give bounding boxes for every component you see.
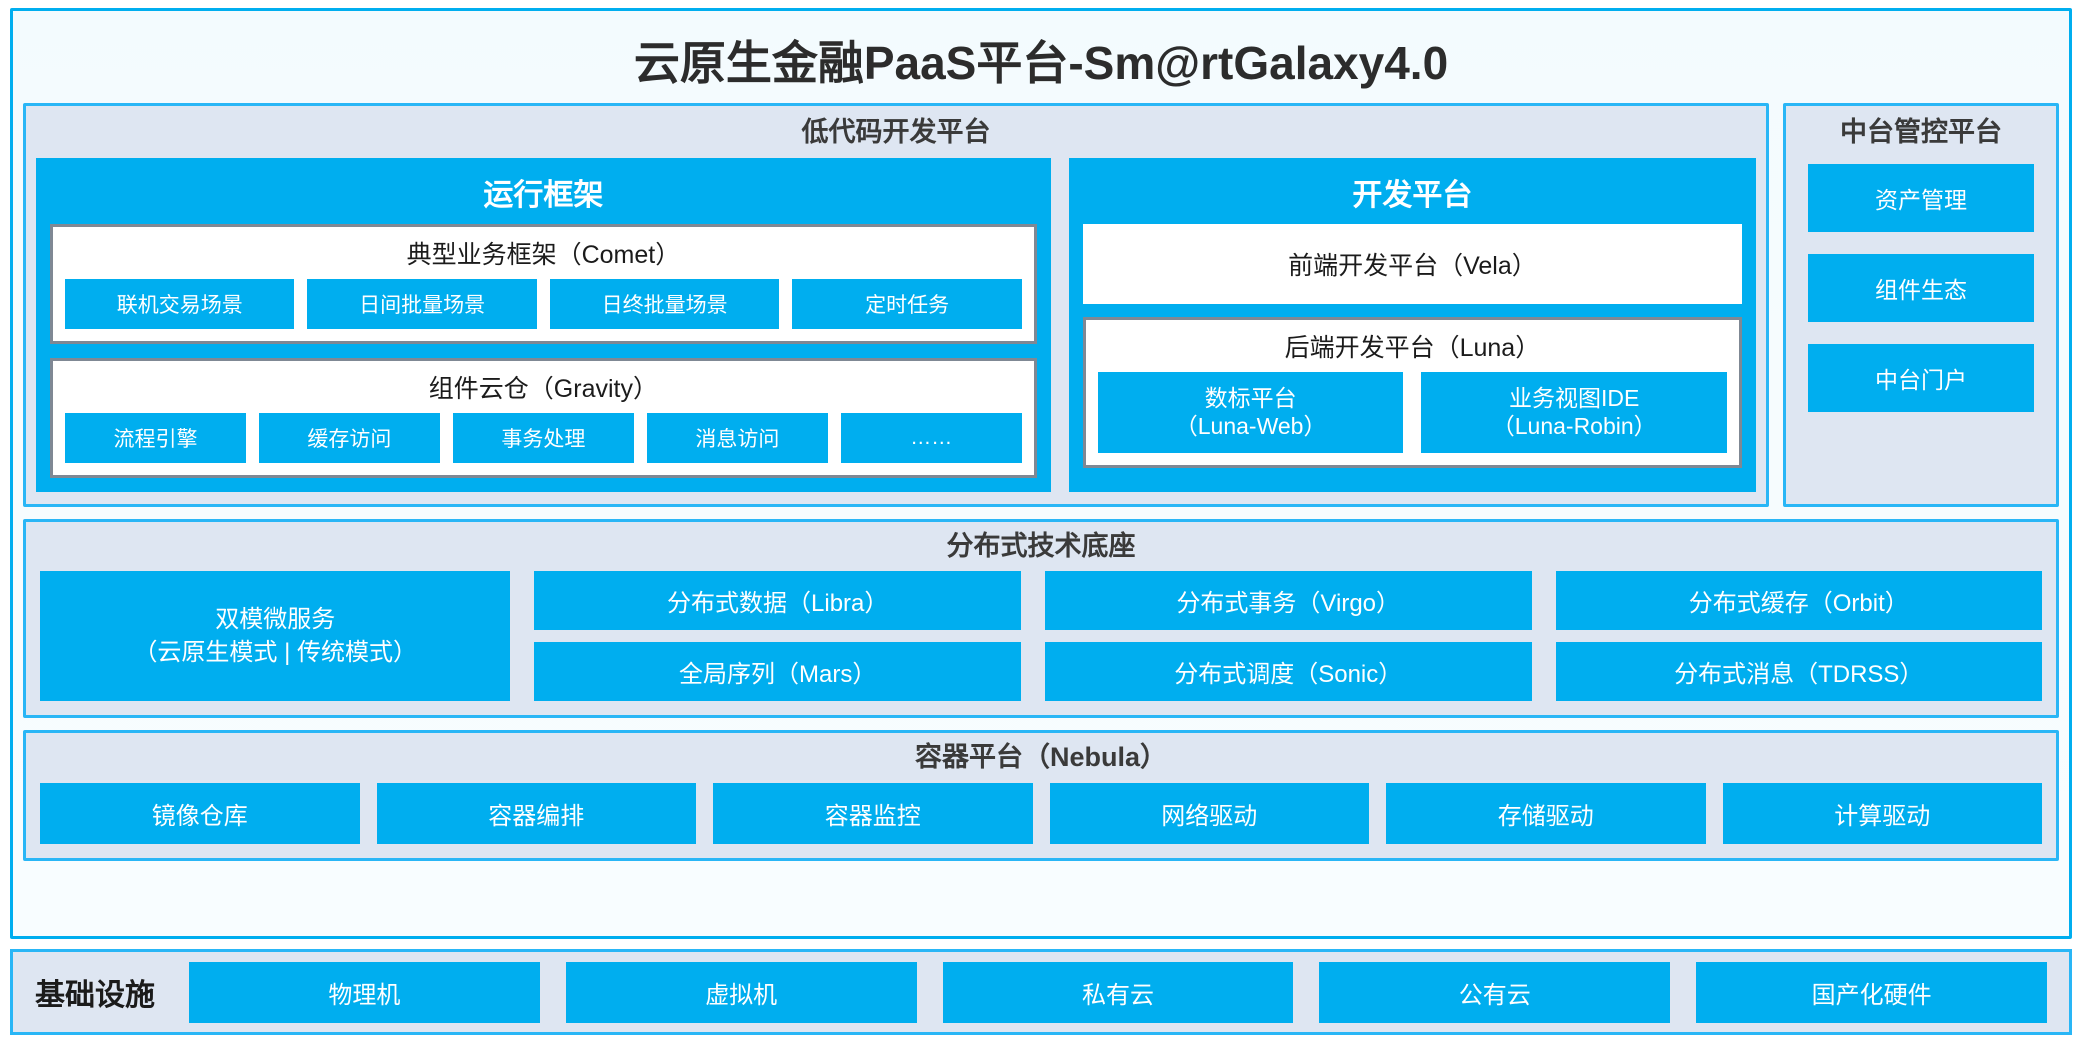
comet-chip-row: 联机交易场景 日间批量场景 日终批量场景 定时任务 [65,278,1022,329]
tech-base-column-1: 分布式事务（Virgo） 分布式调度（Sonic） [1044,571,1532,702]
infrastructure-item-4[interactable]: 国产化硬件 [1696,961,2047,1023]
mid-platform-title: 中台管控平台 [1840,117,2002,147]
page-title-text: 云原生金融PaaS平台-Sm@rtGalaxy4.0 [633,37,1449,89]
mid-platform-item-1[interactable]: 组件生态 [1808,253,2034,322]
dual-mode-line1: 双模微服务 [215,605,336,633]
tech-base-panel: 分布式技术底座 双模微服务 （云原生模式 | 传统模式） 分布式数据（Libra… [23,518,2059,719]
tech-base-body: 双模微服务 （云原生模式 | 传统模式） 分布式数据（Libra） 全局序列（M… [40,571,2043,702]
platform-card: 云原生金融PaaS平台-Sm@rtGalaxy4.0 低代码开发平台 运行框架 … [10,8,2072,939]
tech-item-2-1[interactable]: 分布式消息（TDRSS） [1555,642,2043,702]
mid-platform-item-0[interactable]: 资产管理 [1808,163,2034,232]
luna-item-1[interactable]: 业务视图IDE （Luna-Robin） [1421,371,1728,454]
comet-item-3[interactable]: 定时任务 [792,278,1022,329]
infrastructure-label: 基础设施 [35,979,155,1012]
tech-item-1-0[interactable]: 分布式事务（Virgo） [1044,571,1532,631]
gravity-chip-row: 流程引擎 缓存访问 事务处理 消息访问 …… [65,412,1022,463]
page-title: 云原生金融PaaS平台-Sm@rtGalaxy4.0 [23,17,2059,103]
dual-mode-line2: （云原生模式 | 传统模式） [133,639,418,667]
luna-group: 后端开发平台（Luna） 数标平台 （Luna-Web） 业务视图IDE （Lu… [1082,316,1742,469]
tech-base-title: 分布式技术底座 [946,530,1136,561]
comet-item-0[interactable]: 联机交易场景 [65,278,295,329]
mid-platform-item-2[interactable]: 中台门户 [1808,343,2034,412]
vela-box[interactable]: 前端开发平台（Vela） [1082,223,1742,304]
comet-title: 典型业务框架（Comet） [406,240,681,269]
tech-item-0-1[interactable]: 全局序列（Mars） [534,642,1021,702]
gravity-item-1[interactable]: 缓存访问 [258,412,440,463]
comet-group: 典型业务框架（Comet） 联机交易场景 日间批量场景 日终批量场景 定时任务 [50,223,1037,344]
luna-item-0-line2: （Luna-Web） [1174,413,1327,440]
luna-title: 后端开发平台（Luna） [1284,333,1541,362]
infrastructure-item-2[interactable]: 私有云 [942,961,1294,1023]
container-platform-panel: 容器平台（Nebula） 镜像仓库 容器编排 容器监控 网络驱动 存储驱动 计算… [23,730,2059,862]
luna-item-1-line1: 业务视图IDE [1509,384,1640,411]
container-platform-row: 镜像仓库 容器编排 容器监控 网络驱动 存储驱动 计算驱动 [40,783,2042,845]
luna-item-0[interactable]: 数标平台 （Luna-Web） [1097,371,1404,454]
infrastructure-item-0[interactable]: 物理机 [189,961,540,1023]
low-code-platform-panel: 低代码开发平台 运行框架 典型业务框架（Comet） 联机交易场景 日间批量场景… [23,103,1769,507]
comet-item-2[interactable]: 日终批量场景 [549,278,780,329]
gravity-group: 组件云仓（Gravity） 流程引擎 缓存访问 事务处理 消息访问 …… [50,357,1037,478]
gravity-item-0[interactable]: 流程引擎 [65,412,246,463]
luna-item-1-line2: （Luna-Robin） [1491,413,1657,440]
tech-base-column-0: 分布式数据（Libra） 全局序列（Mars） [534,571,1021,702]
container-item-0[interactable]: 镜像仓库 [40,783,360,845]
infrastructure-bar: 基础设施 物理机 虚拟机 私有云 公有云 国产化硬件 [10,949,2072,1035]
tech-base-dual-mode-microservice[interactable]: 双模微服务 （云原生模式 | 传统模式） [40,571,511,702]
container-platform-title: 容器平台（Nebula） [914,742,1168,773]
container-item-1[interactable]: 容器编排 [376,783,696,845]
container-item-5[interactable]: 计算驱动 [1722,783,2042,845]
infrastructure-items: 物理机 虚拟机 私有云 公有云 国产化硬件 [189,961,2047,1023]
infrastructure-item-3[interactable]: 公有云 [1319,961,1671,1023]
gravity-item-4[interactable]: …… [840,412,1022,463]
mid-platform-items: 资产管理 组件生态 中台门户 [1808,163,2034,486]
low-code-platform-title: 低代码开发平台 [801,117,991,147]
container-item-2[interactable]: 容器监控 [713,783,1033,845]
tech-base-column-2: 分布式缓存（Orbit） 分布式消息（TDRSS） [1555,571,2043,702]
mid-platform-panel: 中台管控平台 资产管理 组件生态 中台门户 [1783,103,2059,507]
tech-item-1-1[interactable]: 分布式调度（Sonic） [1044,642,1532,702]
tech-item-0-0[interactable]: 分布式数据（Libra） [534,571,1021,631]
dev-platform-panel: 开发平台 前端开发平台（Vela） 后端开发平台（Luna） 数标平台 （Lun… [1068,157,1756,492]
comet-item-1[interactable]: 日间批量场景 [307,278,537,329]
gravity-item-3[interactable]: 消息访问 [646,412,828,463]
luna-chip-row: 数标平台 （Luna-Web） 业务视图IDE （Luna-Robin） [1097,371,1728,454]
luna-item-0-line1: 数标平台 [1204,384,1297,411]
runtime-framework-title: 运行框架 [483,178,604,212]
container-item-4[interactable]: 存储驱动 [1386,783,1706,845]
upper-row: 低代码开发平台 运行框架 典型业务框架（Comet） 联机交易场景 日间批量场景… [23,103,2059,507]
container-item-3[interactable]: 网络驱动 [1049,783,1369,845]
gravity-title: 组件云仓（Gravity） [428,374,658,403]
gravity-item-2[interactable]: 事务处理 [452,412,634,463]
infrastructure-item-1[interactable]: 虚拟机 [565,961,917,1023]
runtime-framework-panel: 运行框架 典型业务框架（Comet） 联机交易场景 日间批量场景 日终批量场景 … [36,157,1051,492]
tech-item-2-0[interactable]: 分布式缓存（Orbit） [1555,571,2043,631]
dev-platform-title: 开发平台 [1352,178,1473,212]
low-code-platform-body: 运行框架 典型业务框架（Comet） 联机交易场景 日间批量场景 日终批量场景 … [36,157,1756,492]
